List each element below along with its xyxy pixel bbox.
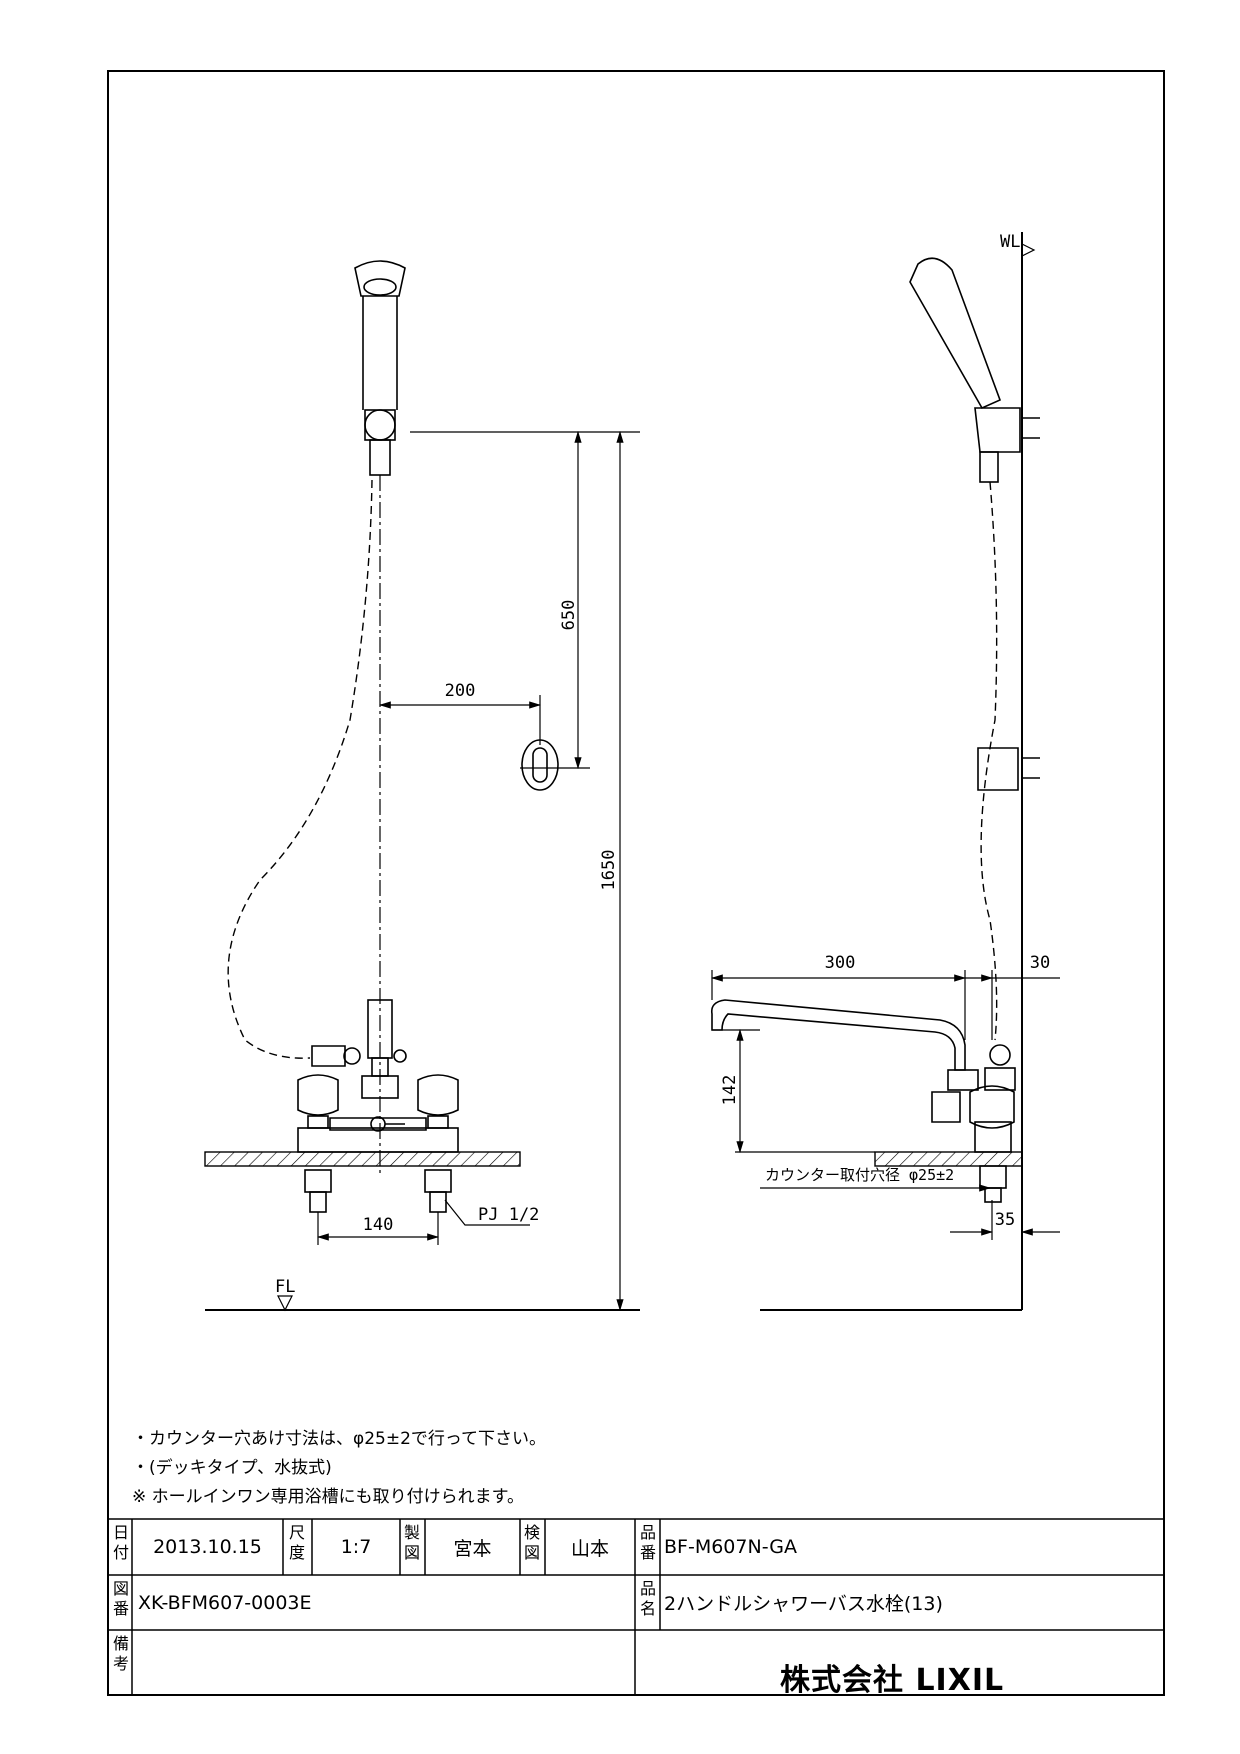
note-3: ※ ホールインワン専用浴槽にも取り付けられます。 [132,1487,524,1507]
title-block-grid [108,1518,1164,1695]
side-dimensions [710,243,1060,1240]
dim-1650: 1650 [599,850,619,891]
drawn-value: 宮本 [453,1537,492,1560]
note-2: ・(デッキタイプ、水抜式) [132,1458,332,1478]
product-label: 品名 [639,1579,656,1618]
date-value: 2013.10.15 [153,1536,262,1558]
counter-front [204,1151,521,1167]
dim-30: 30 [1030,953,1050,973]
dim-35: 35 [995,1210,1015,1230]
shower-head-side [909,257,1002,410]
hot-handle [297,1074,339,1116]
company-name: 株式会社 LIXIL [780,1663,1005,1698]
drawing-no-label: 図番 [112,1579,129,1618]
dim-142: 142 [720,1075,740,1106]
drawing-frame [107,70,1165,1696]
dim-140: 140 [363,1215,394,1235]
checked-label: 検図 [523,1523,540,1562]
date-label: 日付 [112,1523,129,1562]
drawing-no-value: XK-BFM607-0003E [138,1591,312,1614]
shower-hose-front [227,479,373,1059]
cold-handle [417,1074,459,1116]
part-no-label: 品番 [639,1523,656,1562]
drawn-label: 製図 [403,1523,420,1562]
fl-label: FL [275,1277,295,1297]
dim-300: 300 [825,953,856,973]
note-1: ・カウンター穴あけ寸法は、φ25±2で行って下さい。 [132,1429,547,1449]
pj-label: PJ 1/2 [478,1205,539,1225]
counter-side [874,1151,1023,1167]
dim-200: 200 [445,681,476,701]
notes: ・カウンター穴あけ寸法は、φ25±2で行って下さい。 ・(デッキタイプ、水抜式)… [132,1425,546,1512]
scale-label: 尺度 [288,1523,305,1562]
shower-head-front [354,260,406,297]
scale-value: 1:7 [340,1536,372,1558]
part-no-value: BF-M607N-GA [664,1536,797,1558]
product-value: 2ハンドルシャワーバス水栓(13) [664,1593,943,1615]
side-handle [969,1085,1015,1129]
checked-value: 山本 [570,1537,609,1560]
front-view [227,260,559,1213]
shower-hose-side [980,481,998,1041]
counter-hole-label: カウンター取付穴径 φ25±2 [765,1166,954,1184]
spout [710,999,966,1071]
wl-label: WL [1000,232,1020,252]
dim-650: 650 [559,600,579,631]
remarks-label: 備考 [112,1634,129,1673]
front-dimensions [277,430,640,1312]
side-view [710,232,1040,1310]
